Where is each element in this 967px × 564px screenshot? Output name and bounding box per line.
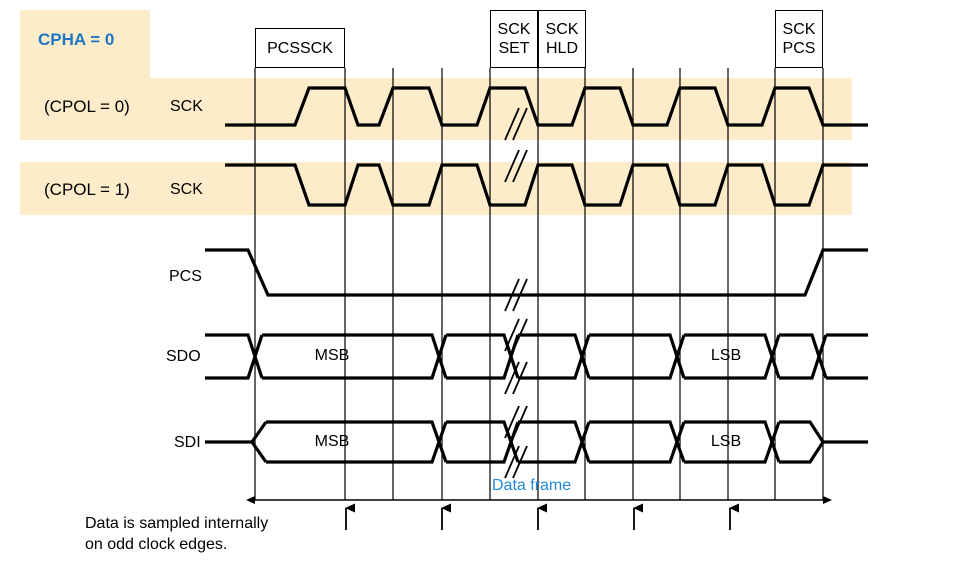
row-signal-pcs: PCS [169, 268, 202, 285]
sdi-msb-label: MSB [314, 433, 350, 450]
sdo-msb-label: MSB [314, 347, 350, 364]
sdi-lsb-label: LSB [710, 433, 742, 450]
note-line-1: Data is sampled internally [85, 515, 269, 532]
row-signal-sdi: SDI [174, 434, 201, 451]
row-prefix-cpol1: (CPOL = 1) [44, 180, 130, 199]
annotation-box-pcssck: PCSSCK [255, 28, 345, 68]
row-prefix-cpol0: (CPOL = 0) [44, 97, 130, 116]
cpha-badge: CPHA = 0 [38, 30, 115, 49]
annotation-box-sck-pcs: SCK PCS [775, 10, 823, 68]
annotation-box-sck-hld: SCK HLD [538, 10, 586, 68]
annotation-box-pcssck-line1: PCSSCK [267, 39, 333, 57]
row-signal-sck-cpol1: SCK [170, 181, 203, 198]
annotation-box-sck-hld-line1: SCK [545, 21, 579, 38]
annotation-box-sck-set-line1: SCK [497, 21, 531, 38]
annotation-box-sck-set: SCK SET [490, 10, 538, 68]
row-signal-sck-cpol0: SCK [170, 98, 203, 115]
row-signal-sdo: SDO [166, 348, 201, 365]
data-frame-label: Data frame [492, 477, 572, 494]
sdo-lsb-label: LSB [710, 347, 742, 364]
annotation-box-sck-set-line2: SET [498, 40, 530, 57]
annotation-box-sck-pcs-line2: PCS [782, 40, 816, 57]
note-line-2: on odd clock edges. [85, 536, 228, 553]
annotation-box-sck-hld-line2: HLD [545, 40, 578, 57]
annotation-box-sck-pcs-line1: SCK [782, 21, 816, 38]
